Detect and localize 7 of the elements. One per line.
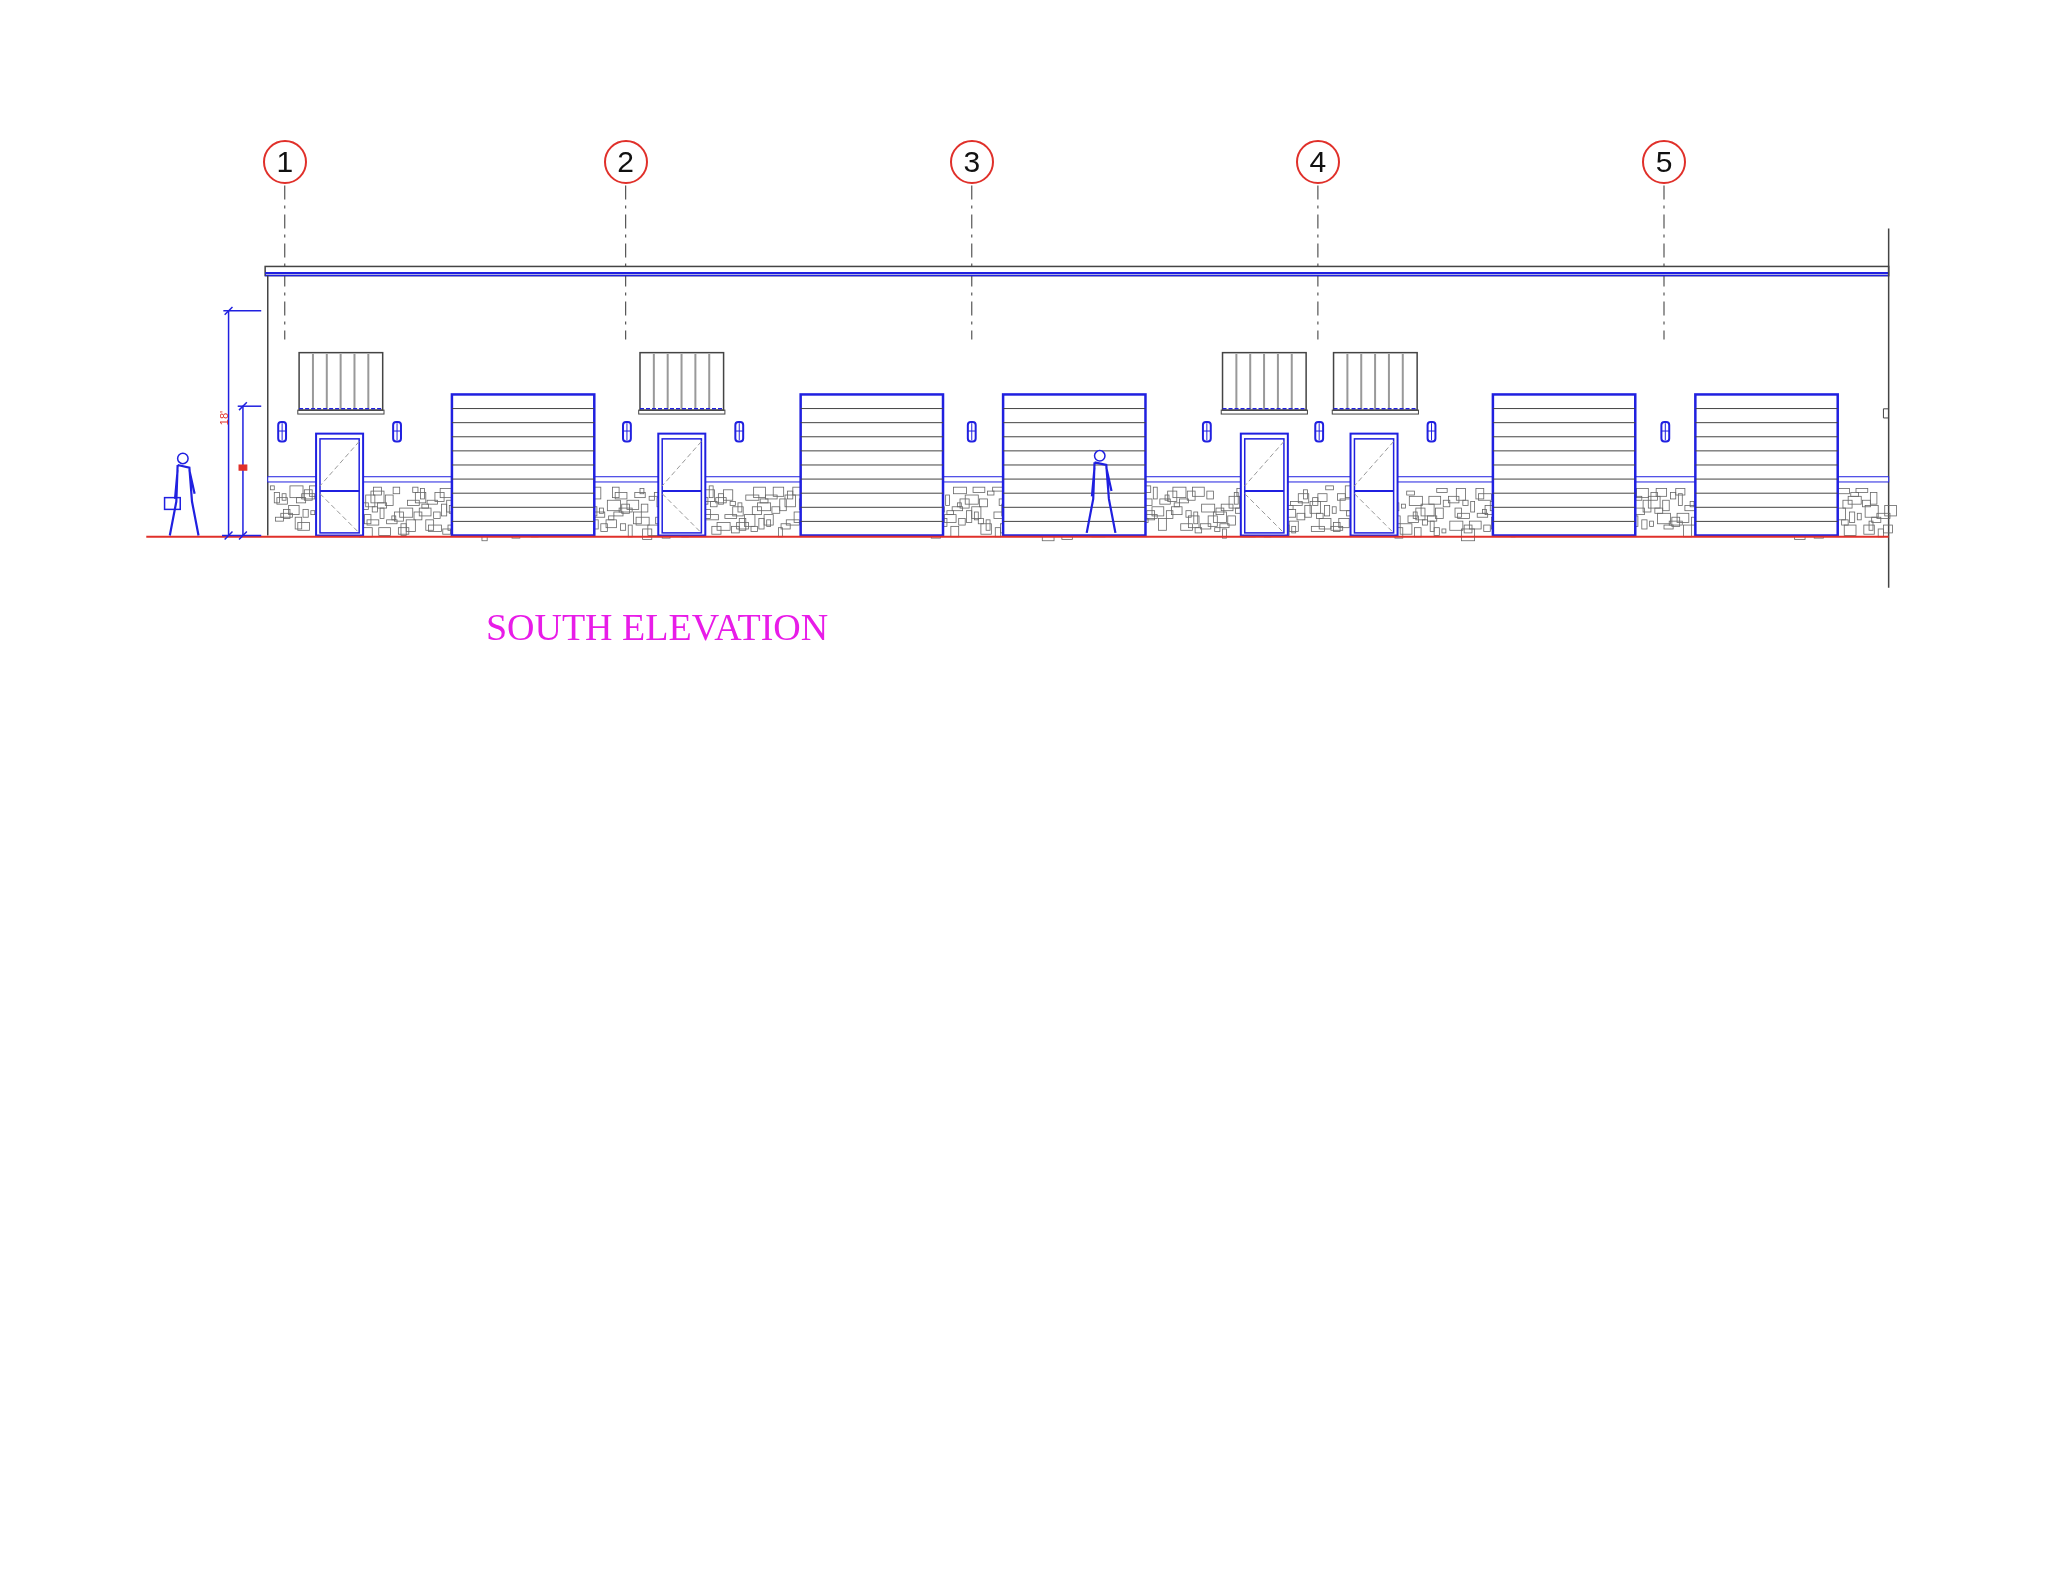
grid-bubble: 2 <box>603 139 648 184</box>
grid-bubble: 5 <box>1642 139 1686 184</box>
dimension-text: 18' <box>217 410 230 426</box>
grid-bubble: 3 <box>949 139 994 184</box>
grid-bubble: 4 <box>1295 139 1340 184</box>
grid-bubble: 1 <box>262 139 307 184</box>
drawing-title: SOUTH ELEVATION <box>485 604 829 649</box>
